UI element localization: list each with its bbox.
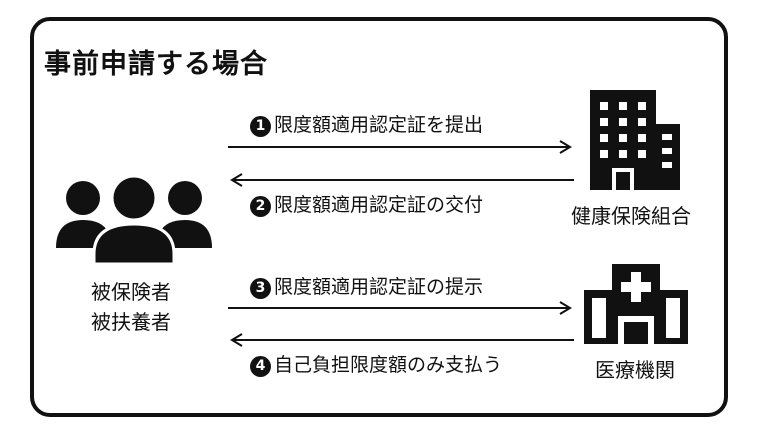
arrow-pay-left: [230, 333, 574, 347]
arrow-issue-left: [230, 173, 574, 187]
diagram-title: 事前申請する場合: [44, 49, 268, 80]
arrow-present-right: [228, 301, 572, 315]
step-3-text: 限度額適用認定証の提示: [274, 276, 484, 298]
step-4-text: 自己負担限度額のみ支払う: [274, 354, 503, 376]
people-label-line2: 被扶養者: [91, 310, 171, 334]
hospital-building-icon: [584, 264, 688, 344]
step-4-number: 4: [250, 356, 271, 377]
people-label-line1: 被保険者: [91, 280, 171, 304]
step-1-text: 限度額適用認定証を提出: [274, 114, 484, 136]
step-2-text: 限度額適用認定証の交付: [274, 194, 484, 216]
arrow-submit-right: [228, 140, 572, 154]
diagram-frame: [30, 17, 728, 417]
people-group-icon: [56, 176, 212, 264]
step-2-number: 2: [250, 196, 271, 217]
step-3-number: 3: [250, 278, 271, 299]
office-building-icon: [590, 90, 680, 190]
insurer-label: 健康保険組合: [571, 204, 691, 228]
hospital-label: 医療機関: [595, 358, 675, 382]
step-1-number: 1: [250, 116, 271, 137]
